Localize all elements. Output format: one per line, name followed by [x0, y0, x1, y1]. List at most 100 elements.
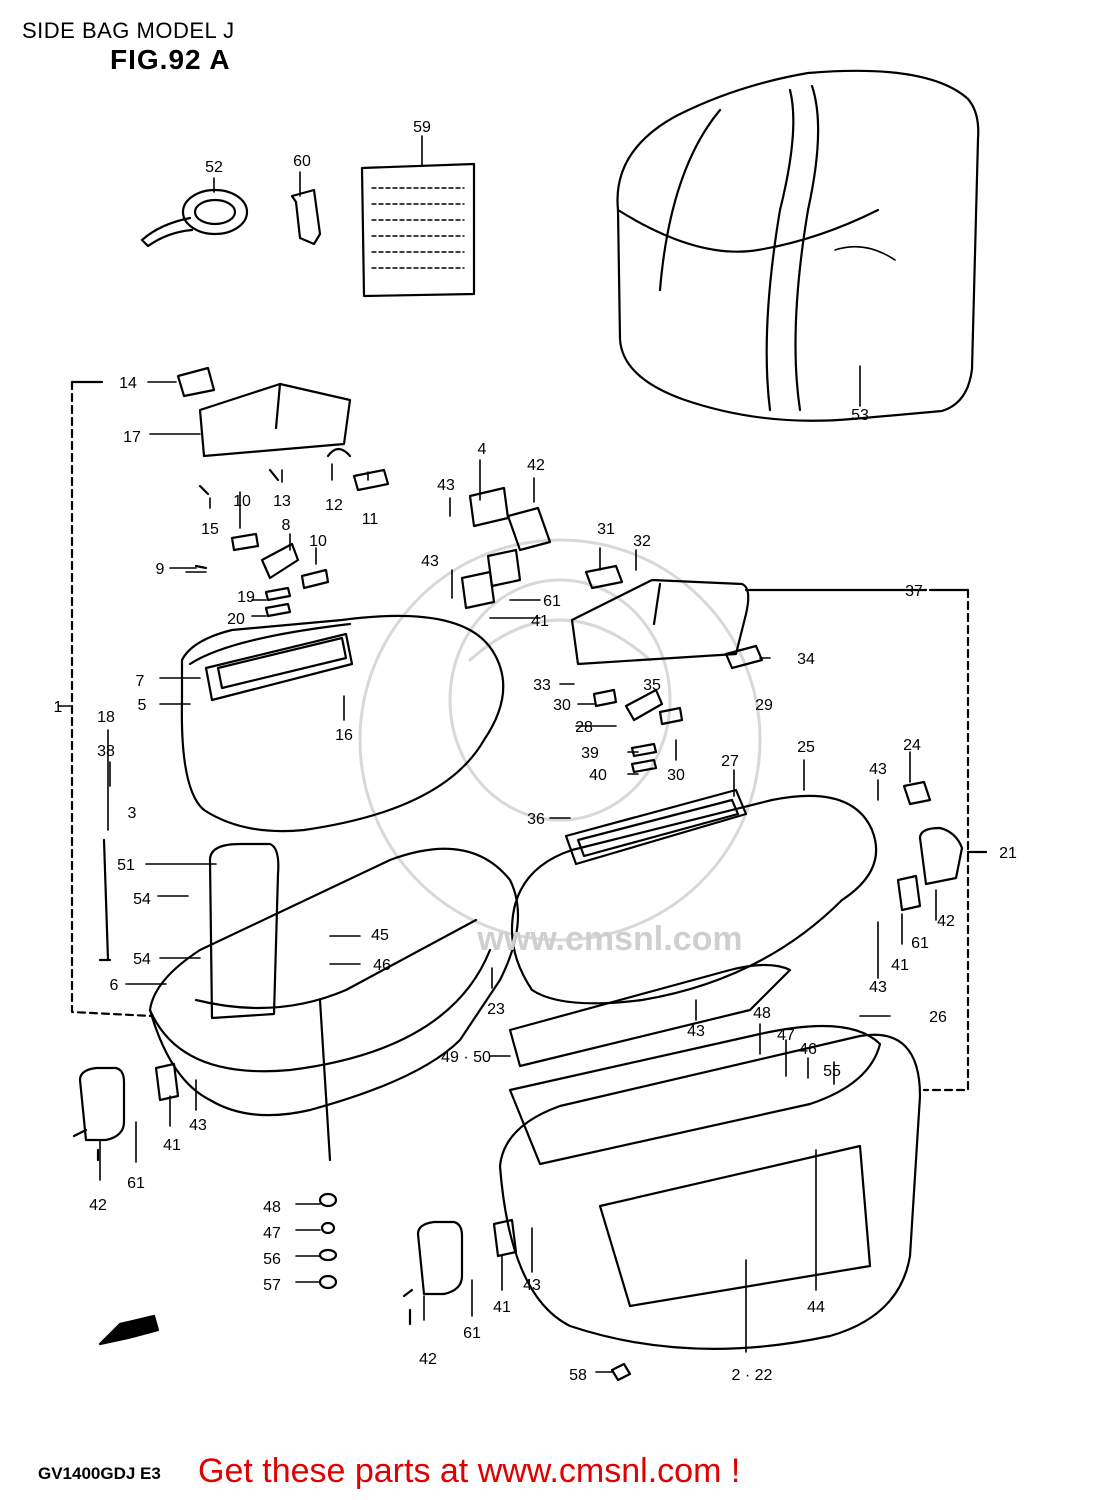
part-label-43: 43 [189, 1117, 207, 1134]
part-label-46: 46 [799, 1041, 817, 1058]
part-label-38: 38 [97, 743, 115, 760]
part-42-lock-right-icon [402, 1220, 464, 1326]
part-label-4: 4 [478, 441, 487, 458]
part-label-27: 27 [721, 753, 739, 770]
part-label-41: 41 [891, 957, 909, 974]
part-label-43: 43 [687, 1023, 705, 1040]
part-label-41: 41 [493, 1299, 511, 1316]
part-label-34: 34 [797, 651, 815, 668]
part-label-43: 43 [869, 979, 887, 996]
part-label-18: 18 [97, 709, 115, 726]
part-label-28: 28 [575, 719, 593, 736]
part-label-43: 43 [437, 477, 455, 494]
part-label-33: 33 [533, 677, 551, 694]
part-label-21: 21 [999, 845, 1017, 862]
part-25-upper-case-right-icon [510, 788, 878, 1005]
part-label-43: 43 [523, 1277, 541, 1294]
watermark-logo-icon [358, 538, 762, 942]
part-label-54: 54 [133, 891, 151, 908]
watermark-text: www.cmsnl.com [476, 920, 742, 958]
part-label-61: 61 [911, 935, 929, 952]
part-label-20: 20 [227, 611, 245, 628]
part-41-hinge-plate-icon [154, 1062, 180, 1102]
part-label-58: 58 [569, 1367, 587, 1384]
part-label-40: 40 [589, 767, 607, 784]
part-label-42: 42 [89, 1197, 107, 1214]
part-41-hinge-plate-right-icon [492, 1218, 518, 1258]
part-label-39: 39 [581, 745, 599, 762]
part-label-6: 6 [110, 977, 119, 994]
part-51-pouch-icon [208, 842, 280, 1020]
part-14-hinge-icon [176, 366, 216, 398]
part-52-key-ring-icon [140, 188, 249, 248]
part-label-35: 35 [643, 677, 661, 694]
part-label-5: 5 [138, 697, 147, 714]
part-label-41: 41 [531, 613, 549, 630]
bracket-21-line [922, 588, 970, 1092]
part-24-block-icon [902, 780, 932, 806]
part-5-upper-case-left-icon [180, 614, 505, 833]
part-label-25: 25 [797, 739, 815, 756]
part-37-lid-cover-right-icon [570, 578, 750, 666]
part-label-61: 61 [463, 1325, 481, 1342]
part-34-pad-icon [724, 644, 764, 670]
part-label-15: 15 [201, 521, 219, 538]
part-label-57: 57 [263, 1277, 281, 1294]
part-label-45: 45 [371, 927, 389, 944]
left-small-parts-icon [194, 447, 390, 618]
part-label-47: 47 [777, 1027, 795, 1044]
part-label-55: 55 [823, 1063, 841, 1080]
part-label-14: 14 [119, 375, 137, 392]
part-label-46: 46 [373, 957, 391, 974]
part-label-29: 29 [755, 697, 773, 714]
figure-number: FIG.92 A [110, 44, 231, 75]
part-label-59: 59 [413, 119, 431, 136]
part-53-inner-bag-icon [616, 69, 980, 422]
part-label-52: 52 [205, 159, 223, 176]
part-label-56: 56 [263, 1251, 281, 1268]
part-label-17: 17 [123, 429, 141, 446]
part-label-53: 53 [851, 407, 869, 424]
part-label-42: 42 [419, 1351, 437, 1368]
part-6-lower-case-left-icon [148, 847, 520, 1162]
part-label-41: 41 [163, 1137, 181, 1154]
part-label-60: 60 [293, 153, 311, 170]
part-label-3: 3 [128, 805, 137, 822]
part-42-lock-left-icon [72, 1066, 126, 1162]
part-label-2-22: 2 · 22 [732, 1367, 773, 1384]
part-label-54: 54 [133, 951, 151, 968]
part-label-42: 42 [527, 457, 545, 474]
part-18-strap-icon [98, 838, 112, 962]
direction-arrow-icon [98, 1314, 160, 1346]
part-label-1: 1 [54, 699, 63, 716]
part-60-bracket-icon [290, 188, 322, 246]
part-17-lid-cover-icon [198, 382, 352, 458]
right-small-parts-icon [460, 486, 684, 774]
part-label-7: 7 [136, 673, 145, 690]
page-title: SIDE BAG MODEL J [22, 18, 235, 43]
part-label-61: 61 [127, 1175, 145, 1192]
part-label-48: 48 [753, 1005, 771, 1022]
part-label-32: 32 [633, 533, 651, 550]
part-label-42: 42 [937, 913, 955, 930]
part-label-37: 37 [905, 583, 923, 600]
part-58-clip-icon [610, 1362, 632, 1382]
part-label-47: 47 [263, 1225, 281, 1242]
cta-link[interactable]: Get these parts at www.cmsnl.com ! [198, 1452, 741, 1490]
part-label-44: 44 [807, 1299, 825, 1316]
part-label-19: 19 [237, 589, 255, 606]
part-59-manual-icon [360, 162, 476, 298]
part-label-43: 43 [869, 761, 887, 778]
part-label-30: 30 [667, 767, 685, 784]
part-label-48: 48 [263, 1199, 281, 1216]
part-label-24: 24 [903, 737, 921, 754]
part-label-43: 43 [421, 553, 439, 570]
part-label-51: 51 [117, 857, 135, 874]
part-label-13: 13 [273, 493, 291, 510]
part-label-61: 61 [543, 593, 561, 610]
model-code: GV1400GDJ E3 [38, 1464, 161, 1483]
part-label-10: 10 [309, 533, 327, 550]
